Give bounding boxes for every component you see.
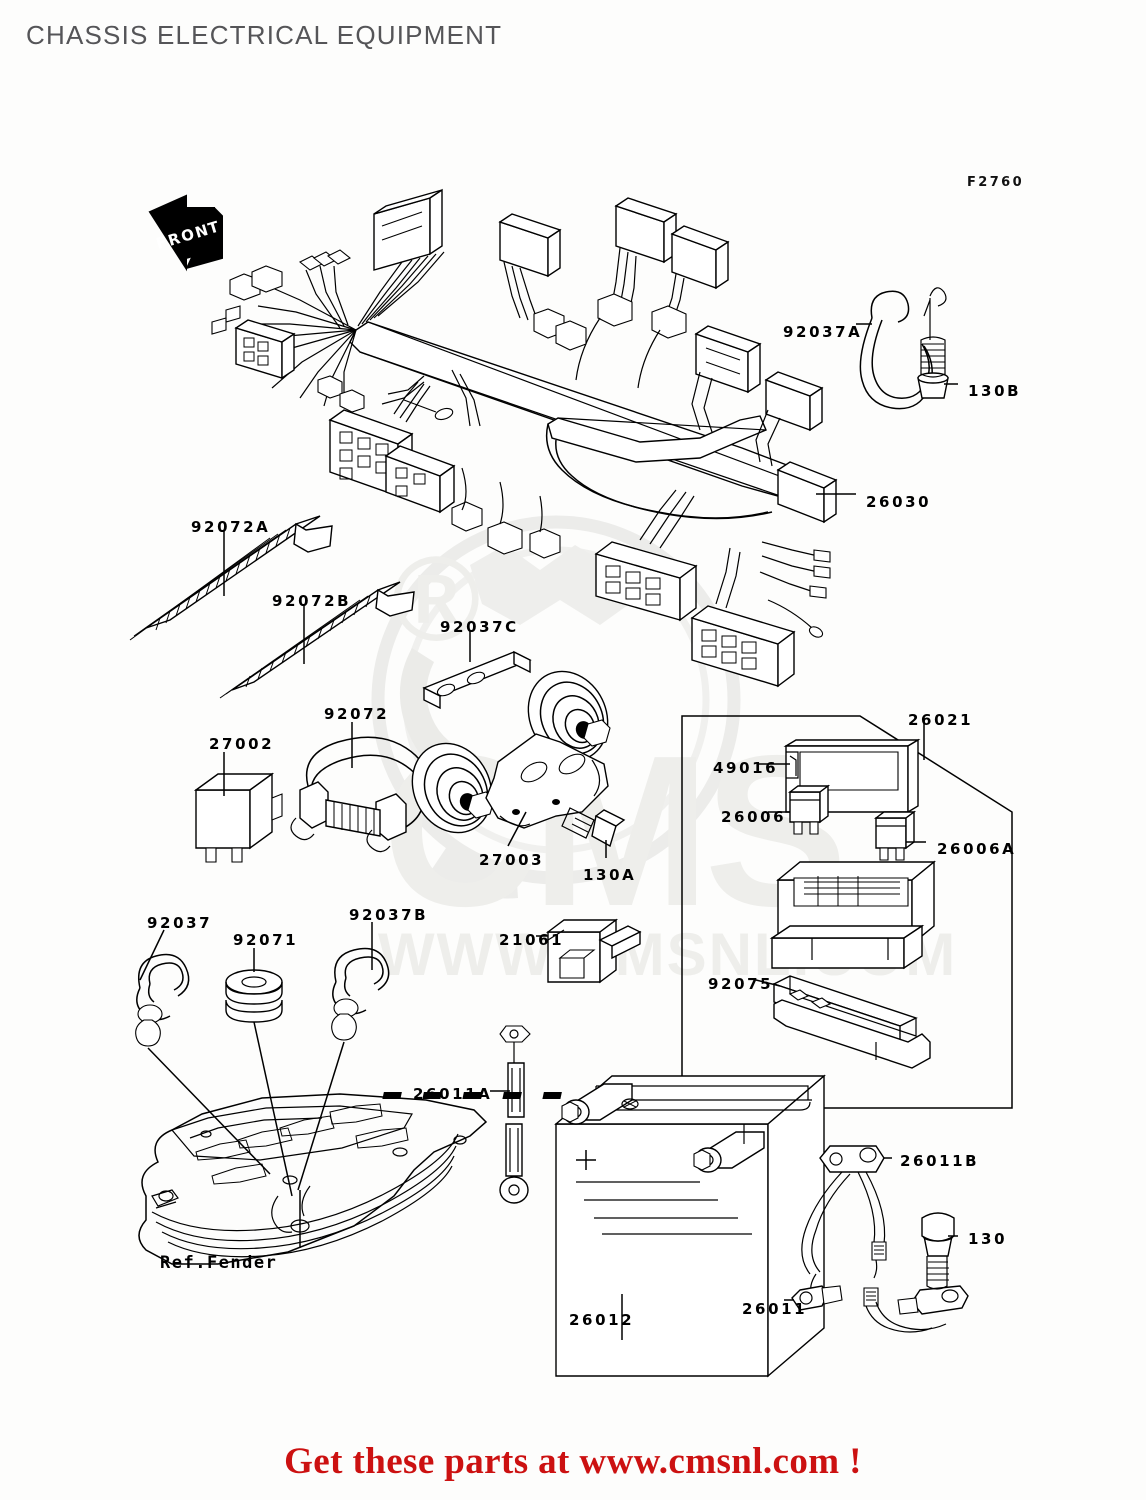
connector (692, 606, 794, 686)
part-26030-wiring-harness (212, 190, 836, 686)
part-label-26012: 26012 (569, 1311, 635, 1329)
connector (616, 198, 676, 262)
part-label-92037C: 92037C (440, 618, 519, 636)
part-label-49016: 49016 (713, 759, 779, 777)
part-label-26006A: 26006A (937, 840, 1017, 858)
connector (596, 542, 696, 620)
part-label-130B: 130B (968, 382, 1022, 400)
part-130A-bolt (562, 808, 624, 846)
part-26011-battery-lead (792, 1172, 968, 1332)
connector (766, 372, 822, 430)
page-title: CHASSIS ELECTRICAL EQUIPMENT (26, 20, 503, 50)
part-92075-damper-pad (774, 976, 930, 1068)
part-92072A-cable-tie (130, 516, 332, 640)
part-92037B-clamp (332, 949, 389, 1041)
part-130B-bolt (918, 288, 948, 398)
part-label-26030: 26030 (866, 493, 932, 511)
part-label-92075: 92075 (708, 975, 774, 993)
connector (500, 214, 560, 276)
svg-text:N: N (193, 221, 210, 242)
part-label-130: 130 (968, 1230, 1008, 1248)
part-26011B-battery-lead (820, 1146, 886, 1278)
part-label-26021: 26021 (908, 711, 974, 729)
part-label-27003: 27003 (479, 851, 545, 869)
part-27003-horn-assembly (398, 658, 623, 846)
part-label-92037A: 92037A (783, 323, 863, 341)
part-label-92072: 92072 (324, 705, 390, 723)
connector (236, 320, 294, 378)
connector (696, 326, 760, 392)
connector (330, 410, 412, 496)
promo-text: Get these parts at www.cmsnl.com ! (284, 1441, 862, 1482)
part-label-26011A: 26011A (413, 1085, 493, 1103)
part-label-92037: 92037 (147, 914, 213, 932)
part-92071-grommet (226, 970, 282, 1022)
part-label-27002: 27002 (209, 735, 275, 753)
junction-box (772, 862, 934, 968)
sheet-code: F2760 (967, 175, 1025, 190)
ref-fender (139, 1094, 486, 1264)
part-label-92072A: 92072A (191, 518, 271, 536)
connector (778, 462, 836, 522)
svg-text:F: F (154, 233, 169, 253)
connector (672, 226, 728, 288)
part-92037-clamp (136, 955, 189, 1047)
part-label-26011B: 26011B (900, 1152, 980, 1170)
ref-fender-label: Ref.Fender (160, 1253, 278, 1273)
svg-text:R: R (166, 229, 183, 250)
part-label-26006: 26006 (721, 808, 787, 826)
part-label-130A: 130A (583, 866, 637, 884)
svg-text:O: O (179, 225, 196, 246)
part-label-92072B: 92072B (272, 592, 352, 610)
part-label-92037B: 92037B (349, 906, 429, 924)
part-92037C-strap (424, 652, 530, 708)
front-arrow-icon: F R O N T (150, 196, 222, 268)
part-26012-battery (382, 1076, 824, 1376)
part-label-21061: 21061 (499, 931, 565, 949)
part-label-92071: 92071 (233, 931, 299, 949)
connector (386, 446, 454, 512)
part-26011A-battery-band (500, 1026, 530, 1203)
part-92072-band-clamp (291, 737, 427, 851)
connector (374, 190, 442, 270)
part-27002-relay (196, 774, 282, 862)
part-26006-fuse (790, 786, 828, 834)
part-label-26011: 26011 (742, 1300, 808, 1318)
part-130-bolt (922, 1213, 954, 1289)
part-26006A-fuse (876, 812, 914, 860)
part-21061-connector (548, 920, 640, 982)
part-92072B-cable-tie (220, 582, 414, 698)
